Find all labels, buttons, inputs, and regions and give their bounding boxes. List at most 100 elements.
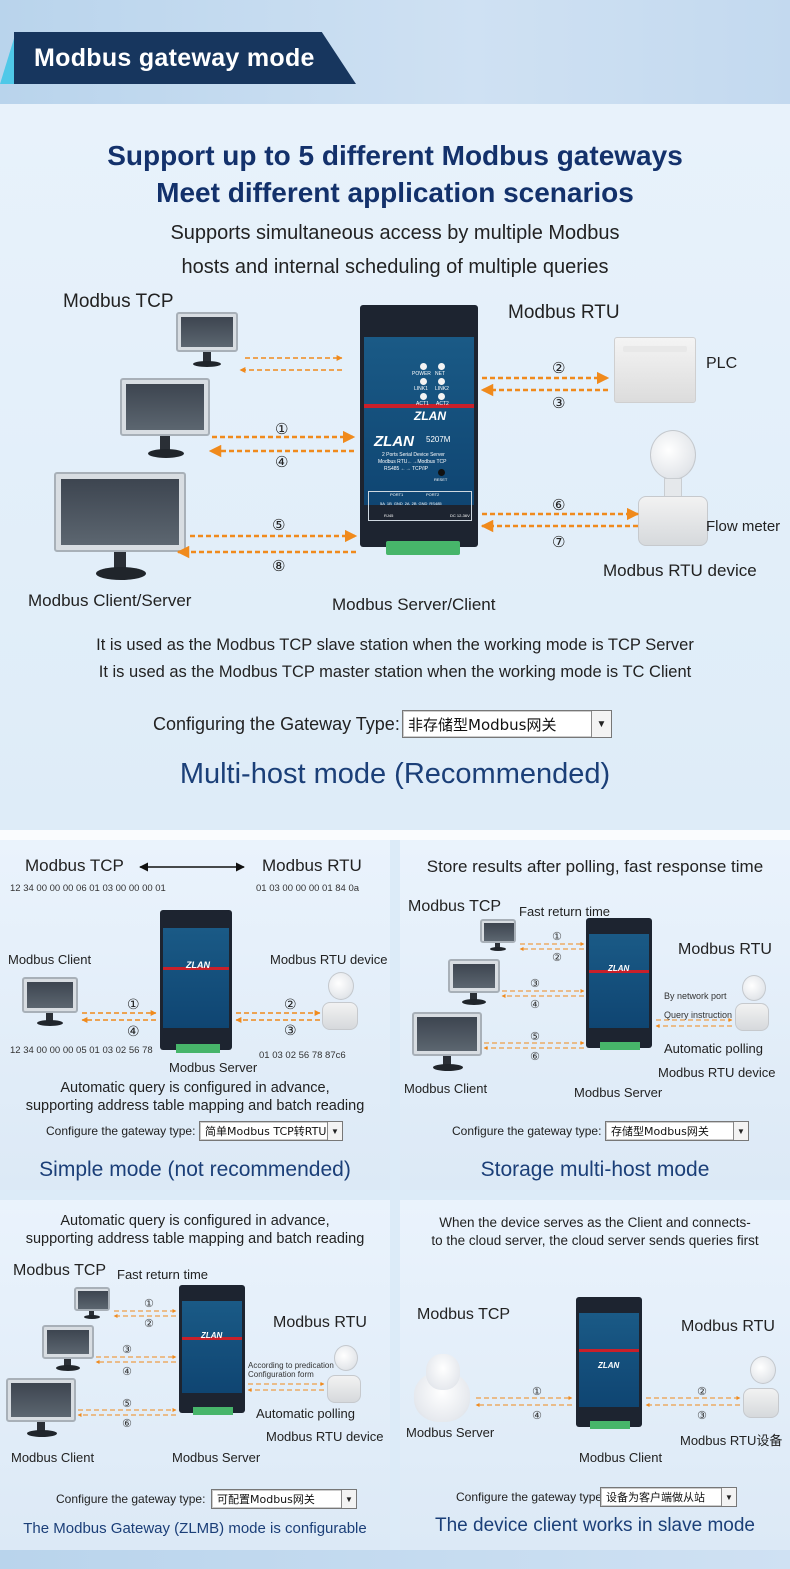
chevron-down-icon[interactable]: ▼ bbox=[591, 711, 611, 737]
select-value: 可配置Modbus网关 bbox=[217, 1493, 315, 1506]
monitor-icon bbox=[42, 1325, 94, 1373]
simple-label-rtu: Modbus RTU bbox=[262, 856, 362, 875]
reset-button[interactable] bbox=[438, 469, 445, 476]
storage-label-server: Modbus Server bbox=[574, 1085, 663, 1100]
client-slave-step-3: ③ bbox=[697, 1410, 707, 1422]
port-label-2: PORT2 bbox=[426, 492, 440, 497]
zlan-device-small: ZLAN bbox=[586, 918, 652, 1050]
led-panel bbox=[420, 363, 456, 400]
configurable-step-4: ④ bbox=[122, 1366, 132, 1378]
client-slave-step-4: ④ bbox=[532, 1410, 542, 1422]
simple-step-1: ① bbox=[127, 996, 140, 1012]
storage-step-5: ⑤ bbox=[530, 1031, 540, 1043]
pin-labels: 5A 1B GND 2A 2B GND RS485 bbox=[380, 501, 442, 506]
zlan-device-small: ZLAN bbox=[160, 910, 232, 1053]
page-title: Modbus gateway mode bbox=[34, 44, 315, 72]
note-tcp-client: It is used as the Modbus TCP master stat… bbox=[98, 663, 692, 681]
storage-label-rtu: Modbus RTU bbox=[678, 941, 772, 958]
zlan-device-small: ZLAN bbox=[576, 1297, 642, 1429]
chevron-down-icon[interactable]: ▼ bbox=[341, 1490, 356, 1508]
device-desc-3: RS485 ←→ TCP/IP bbox=[384, 466, 429, 472]
subheadline-1: Supports simultaneous access by multiple… bbox=[170, 222, 620, 244]
zlan-5207m-device: POWER NET LINK1 LINK2 ACT1 ACT2 ZLAN ZLA… bbox=[360, 305, 478, 555]
configurable-gateway-type-select[interactable]: 可配置Modbus网关 ▼ bbox=[211, 1489, 357, 1509]
mode-title-simple: Simple mode (not recommended) bbox=[39, 1158, 351, 1181]
led-label-act2: ACT2 bbox=[436, 401, 449, 407]
monitor-icon bbox=[120, 378, 210, 460]
port-label-1: PORT1 bbox=[390, 492, 404, 497]
monitor-icon bbox=[54, 472, 186, 582]
storage-by-port: By network port bbox=[664, 991, 727, 1001]
headline-1: Support up to 5 different Modbus gateway… bbox=[107, 140, 683, 171]
gateway-type-select[interactable]: 非存储型Modbus网关 ▼ bbox=[402, 710, 612, 738]
chevron-down-icon[interactable]: ▼ bbox=[327, 1122, 342, 1140]
client-slave-label-server: Modbus Server bbox=[406, 1425, 495, 1440]
step-4: ④ bbox=[275, 454, 289, 471]
simple-label-server: Modbus Server bbox=[169, 1060, 258, 1075]
select-value: 简单Modbus TCP转RTU bbox=[205, 1125, 327, 1138]
client-slave-label-rtu: Modbus RTU bbox=[681, 1318, 775, 1335]
simple-config-label: Configure the gateway type: bbox=[46, 1124, 196, 1138]
simple-hex-tcp-request: 12 34 00 00 00 06 01 03 00 00 00 01 bbox=[10, 883, 166, 894]
configurable-step-3: ③ bbox=[122, 1344, 132, 1356]
configurable-step-5: ⑤ bbox=[122, 1398, 132, 1410]
simple-label-rtu-device: Modbus RTU device bbox=[270, 952, 388, 967]
client-slave-gateway-type-select[interactable]: 设备为客户端做从站 ▼ bbox=[600, 1487, 737, 1507]
storage-gateway-type-select[interactable]: 存储型Modbus网关 ▼ bbox=[605, 1121, 749, 1141]
pin-label: 5A bbox=[380, 501, 385, 506]
client-slave-step-1: ① bbox=[532, 1386, 542, 1398]
configurable-fast-return: Fast return time bbox=[117, 1267, 209, 1282]
storage-label-client: Modbus Client bbox=[404, 1081, 488, 1096]
simple-hex-rtu-response: 01 03 02 56 78 87c6 bbox=[259, 1050, 346, 1061]
terminal-block bbox=[600, 1042, 640, 1050]
monitor-icon bbox=[176, 312, 238, 368]
flow-meter-icon bbox=[742, 1356, 780, 1420]
brand-logo: ZLAN bbox=[608, 964, 630, 973]
label-modbus-tcp: Modbus TCP bbox=[63, 291, 174, 312]
footer-strip bbox=[0, 1550, 790, 1569]
configurable-label-tcp: Modbus TCP bbox=[13, 1262, 107, 1279]
simple-hex-tcp-response: 12 34 00 00 00 05 01 03 02 56 78 bbox=[10, 1045, 153, 1056]
monitor-icon bbox=[448, 959, 500, 1007]
mode-title-multi-host: Multi-host mode (Recommended) bbox=[179, 758, 611, 790]
device-desc-1: 2 Ports Serial Device Server bbox=[382, 452, 445, 458]
led-label-link2: LINK2 bbox=[435, 386, 449, 392]
storage-label-tcp: Modbus TCP bbox=[408, 898, 502, 915]
configurable-auto-polling: Automatic polling bbox=[256, 1406, 355, 1421]
step-6: ⑥ bbox=[552, 497, 566, 514]
pin-label: 2A bbox=[404, 501, 410, 506]
chevron-down-icon[interactable]: ▼ bbox=[733, 1122, 748, 1140]
led-label-power: POWER bbox=[412, 371, 431, 377]
storage-step-6: ⑥ bbox=[530, 1051, 540, 1063]
configurable-label-rtu-device: Modbus RTU device bbox=[266, 1429, 384, 1444]
note-tcp-server: It is used as the Modbus TCP slave stati… bbox=[96, 636, 694, 654]
flow-meter-icon bbox=[734, 975, 770, 1035]
storage-fast-return: Fast return time bbox=[519, 904, 611, 919]
select-value: 设备为客户端做从站 bbox=[606, 1491, 705, 1504]
label-modbus-rtu: Modbus RTU bbox=[508, 302, 620, 323]
configurable-desc-1: Automatic query is configured in advance… bbox=[60, 1213, 330, 1229]
device-desc-2: Modbus RTU←→Modbus TCP bbox=[378, 459, 447, 465]
cloud-icon bbox=[412, 1352, 472, 1424]
storage-query-instruction: Query instruction bbox=[664, 1010, 733, 1020]
client-slave-step-2: ② bbox=[697, 1386, 707, 1398]
simple-step-4: ④ bbox=[127, 1023, 140, 1039]
terminal-block bbox=[176, 1044, 220, 1053]
simple-gateway-type-select[interactable]: 简单Modbus TCP转RTU ▼ bbox=[199, 1121, 343, 1141]
simple-desc-2: supporting address table mapping and bat… bbox=[25, 1098, 365, 1114]
monitor-icon bbox=[74, 1287, 110, 1321]
chevron-down-icon[interactable]: ▼ bbox=[721, 1488, 736, 1506]
configurable-step-2: ② bbox=[144, 1318, 154, 1330]
label-flow-meter: Flow meter bbox=[706, 518, 781, 535]
power-label: DC 12-36V bbox=[450, 513, 470, 518]
client-slave-desc-2: to the cloud server, the cloud server se… bbox=[431, 1233, 759, 1248]
configurable-step-6: ⑥ bbox=[122, 1418, 132, 1430]
led-label-net: NET bbox=[435, 371, 445, 377]
storage-step-4: ④ bbox=[530, 999, 540, 1011]
label-server-client: Modbus Server/Client bbox=[332, 595, 496, 614]
step-5: ⑤ bbox=[272, 517, 286, 534]
label-modbus-rtu-device: Modbus RTU device bbox=[603, 561, 757, 580]
pin-label: GND bbox=[393, 501, 403, 506]
pin-label: 1B bbox=[386, 501, 392, 506]
